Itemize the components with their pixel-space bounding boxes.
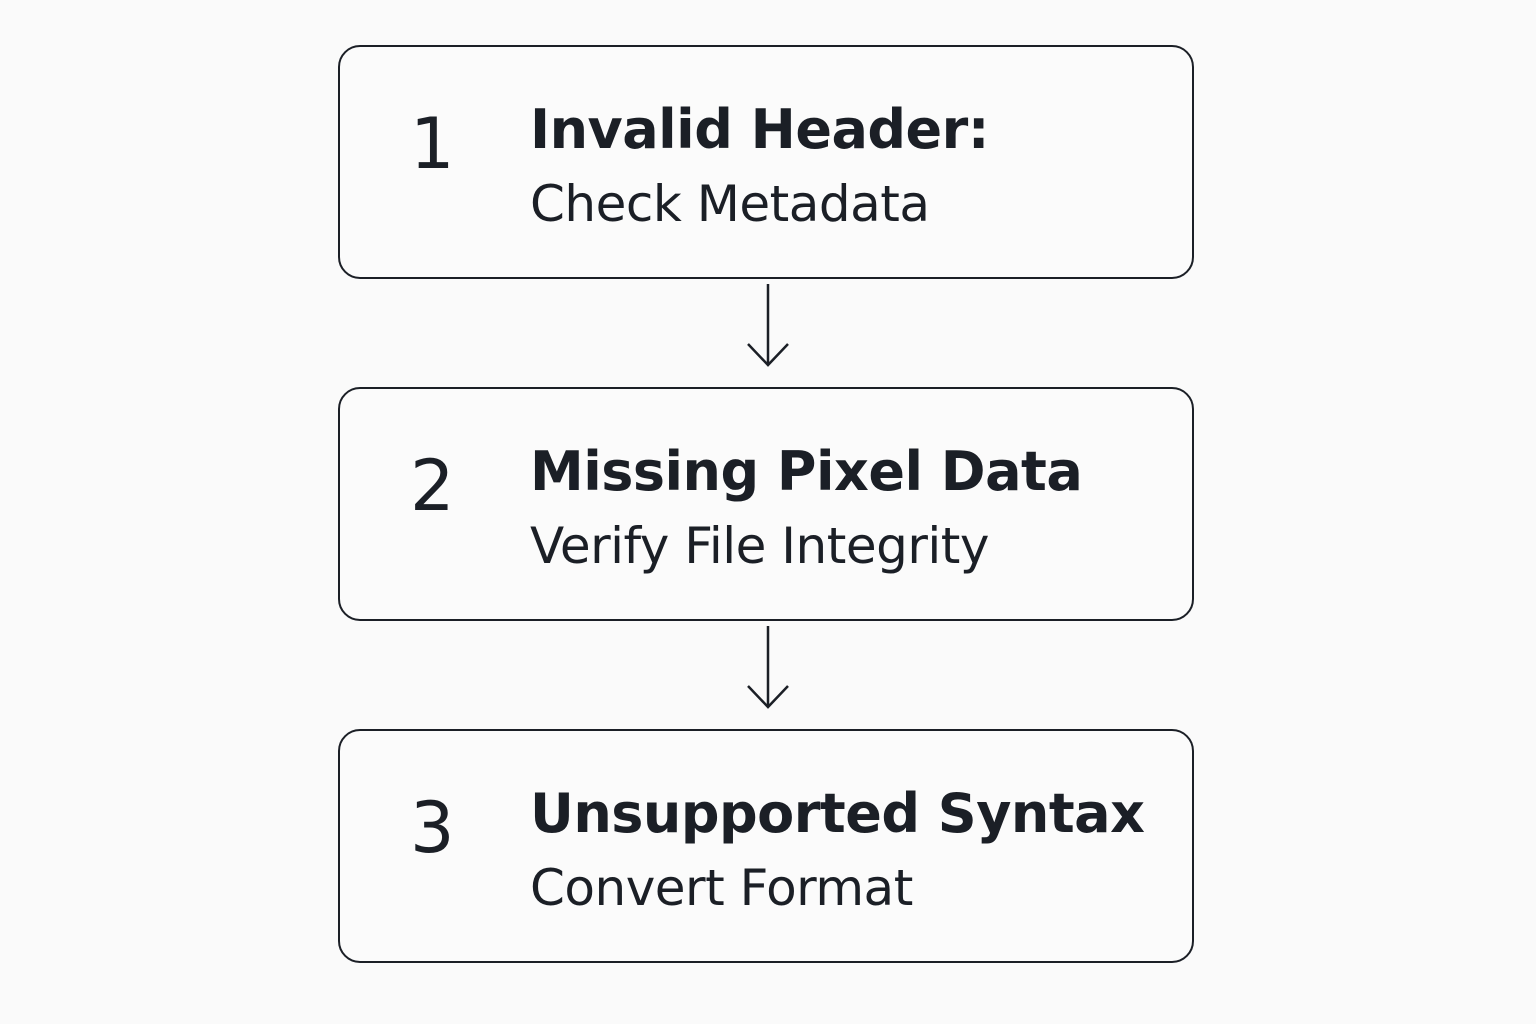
- down-arrow-icon: [747, 284, 789, 367]
- step-number: 2: [410, 445, 455, 527]
- step-title: Unsupported Syntax: [530, 782, 1145, 845]
- down-arrow-icon: [747, 626, 789, 709]
- step-action: Check Metadata: [530, 175, 930, 233]
- step-number: 3: [410, 787, 455, 869]
- step-action: Convert Format: [530, 859, 913, 917]
- step-box-3: 3 Unsupported Syntax Convert Format: [338, 729, 1194, 963]
- step-action: Verify File Integrity: [530, 517, 989, 575]
- step-box-1: 1 Invalid Header: Check Metadata: [338, 45, 1194, 279]
- step-box-2: 2 Missing Pixel Data Verify File Integri…: [338, 387, 1194, 621]
- step-number: 1: [410, 103, 455, 185]
- step-title: Missing Pixel Data: [530, 440, 1083, 503]
- step-title: Invalid Header:: [530, 98, 989, 161]
